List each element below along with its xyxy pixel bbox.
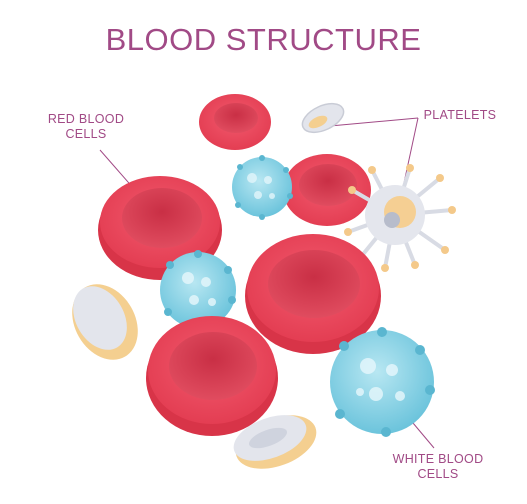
leader-line-platelets-a	[330, 118, 418, 126]
white-blood-cell-large	[330, 327, 435, 437]
white-blood-cell-small	[232, 155, 293, 220]
platelet-left	[59, 272, 151, 371]
red-blood-cell-small-top	[199, 94, 271, 150]
red-blood-cell-mid-right	[283, 154, 371, 226]
platelet-small-top	[298, 98, 348, 138]
red-blood-cell-large-bottom	[146, 316, 278, 436]
